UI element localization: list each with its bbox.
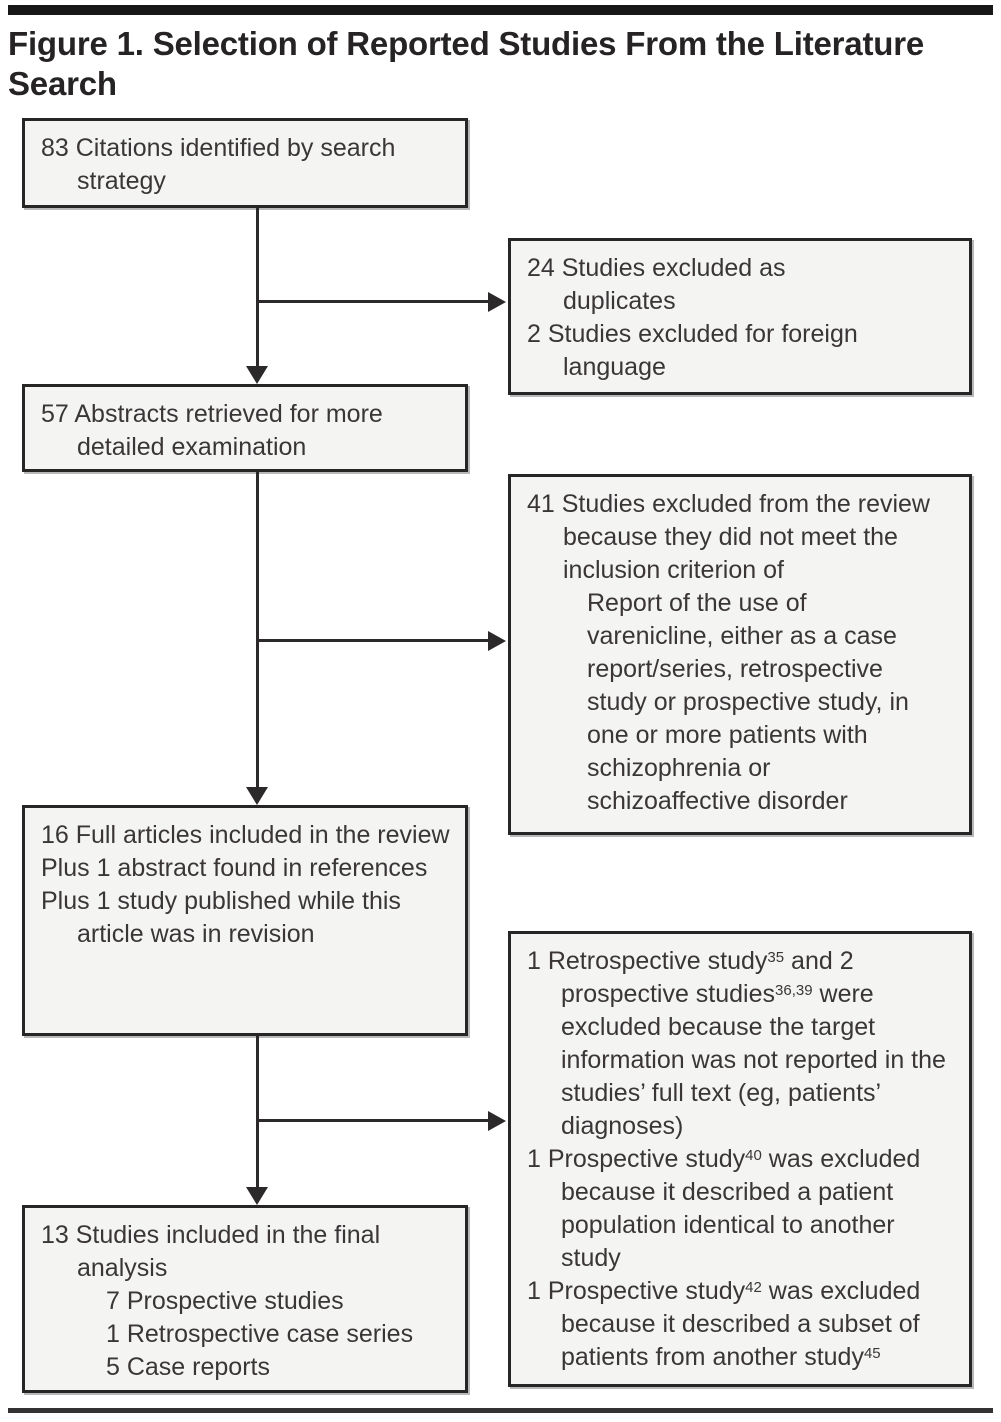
box-line: 1 Prospective study40 was excluded becau… [527,1143,951,1275]
box-line: Plus 1 abstract found in references [41,854,428,882]
line-text: were excluded because the target informa… [561,980,946,1140]
box-fulltext-excluded: 1 Retrospective study35 and 2 prospectiv… [508,931,972,1387]
connector-down-1 [256,208,259,368]
box-line: 41 Studies excluded from the review beca… [527,490,930,584]
reference-superscript: 36,39 [775,981,813,999]
connector-branch-2 [257,639,488,642]
box-full-articles: 16 Full articles included in the review … [22,805,468,1036]
box-citations-identified: 83 Citations identified by search strate… [22,118,468,208]
connector-branch-3 [257,1119,488,1122]
bottom-rule [8,1408,993,1413]
box-line: 2 Studies excluded for foreign language [527,320,858,381]
box-line: Plus 1 study published while this articl… [41,887,401,948]
reference-superscript: 42 [745,1278,762,1296]
box-line: 83 Citations identified by search strate… [41,134,396,195]
reference-superscript: 45 [863,1344,881,1362]
line-text: was excluded because it described a subs… [561,1277,921,1371]
figure-title: Figure 1. Selection of Reported Studies … [8,25,925,102]
box-duplicates-excluded: 24 Studies excluded as duplicates 2 Stud… [508,238,972,395]
final-analysis-subitem: 5 Case reports [106,1353,270,1381]
arrowhead-right-icon [488,292,506,312]
inclusion-criterion-text: Report of the use of varenicline, either… [587,589,909,815]
box-line: 1 Prospective study42 was excluded becau… [527,1275,951,1374]
reference-superscript: 35 [767,948,785,966]
reference-superscript: 40 [745,1146,762,1164]
arrowhead-down-icon [246,787,268,805]
final-analysis-subitem: 7 Prospective studies [106,1287,344,1315]
box-final-analysis: 13 Studies included in the final analysi… [22,1205,468,1393]
top-rule [8,5,993,15]
arrowhead-down-icon [246,1187,268,1205]
box-abstracts-retrieved: 57 Abstracts retrieved for more detailed… [22,384,468,472]
box-line: 16 Full articles included in the review [41,821,450,849]
box-line: 24 Studies excluded as duplicates [527,254,786,315]
final-analysis-subitem: 1 Retrospective case series [106,1320,414,1348]
box-line: 13 Studies included in the final analysi… [41,1221,381,1282]
line-text: 1 Prospective study [527,1277,746,1305]
connector-down-3 [256,1036,259,1189]
line-text: 1 Prospective study [527,1145,746,1173]
arrowhead-right-icon [488,1111,506,1131]
arrowhead-right-icon [488,631,506,651]
line-text: 1 Retrospective study [527,947,768,975]
line-text: and 2 prospective studies [561,947,854,1008]
connector-branch-1 [257,300,488,303]
connector-down-2 [256,472,259,789]
box-line: 1 Retrospective study35 and 2 prospectiv… [527,945,951,1143]
box-line: 57 Abstracts retrieved for more detailed… [41,400,383,461]
box-criterion-excluded: 41 Studies excluded from the review beca… [508,474,972,835]
line-text: was excluded because it described a pati… [561,1145,921,1272]
arrowhead-down-icon [246,366,268,384]
